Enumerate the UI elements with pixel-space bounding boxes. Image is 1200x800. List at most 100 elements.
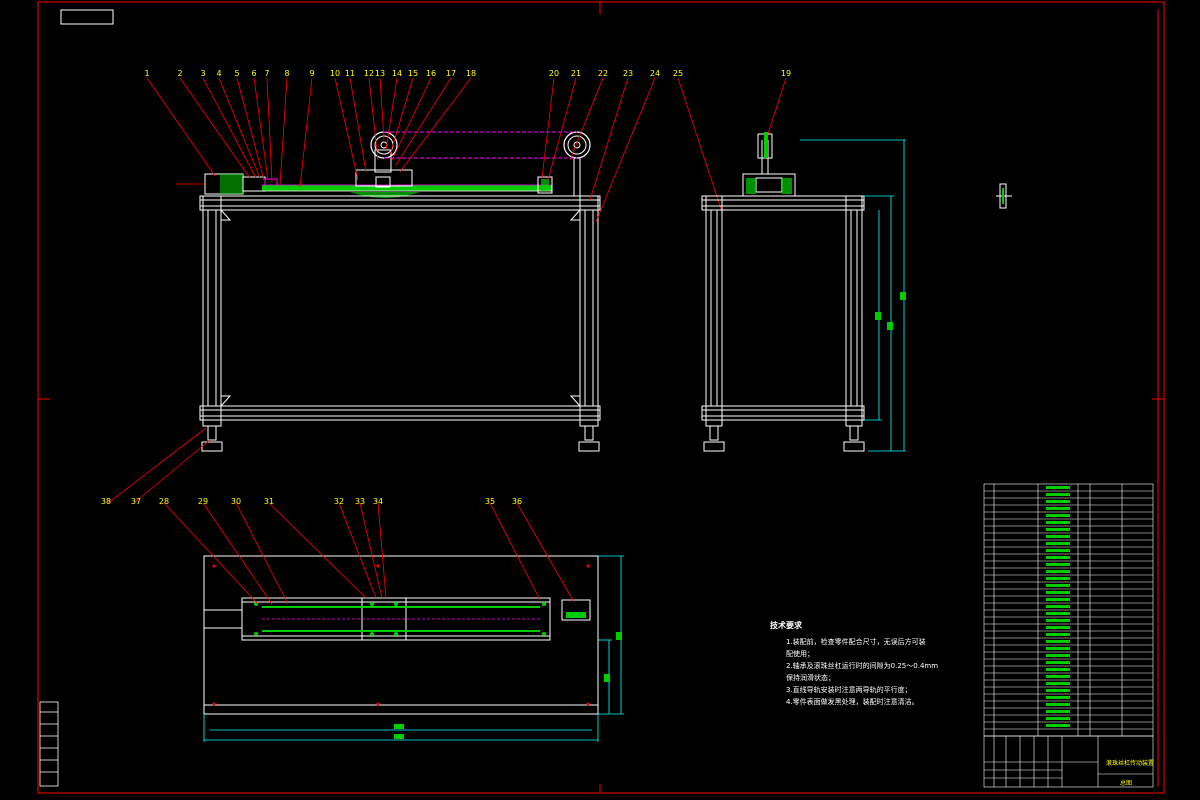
front-ballscrew [262, 184, 552, 192]
leader-label-24: 24 [650, 69, 660, 78]
parts-cell-mark [1046, 619, 1070, 622]
top-view-leader-labels: 28 29 30 31 32 33 34 35 36 [159, 497, 522, 506]
leader-label-30: 30 [231, 497, 241, 506]
parts-list-table [983, 483, 1154, 737]
tech-line-4: 保持润滑状态； [786, 674, 835, 682]
parts-cell-mark [1046, 647, 1070, 650]
tech-title: 技术要求 [770, 621, 802, 630]
leader-label-20: 20 [549, 69, 559, 78]
parts-cell-mark [1046, 577, 1070, 580]
parts-cell-mark [1046, 626, 1070, 629]
front-view-leaders [107, 77, 787, 504]
leader-label-7: 7 [264, 69, 269, 78]
leader-label-36: 36 [512, 497, 522, 506]
leader-label-8: 8 [284, 69, 289, 78]
leader-label-6: 6 [251, 69, 256, 78]
parts-cell-mark [1046, 542, 1070, 545]
side-view [701, 132, 906, 452]
parts-cell-mark [1046, 535, 1070, 538]
leader-label-9: 9 [309, 69, 314, 78]
tech-line-1: 1.装配前，检查零件配合尺寸，无误后方可装 [786, 638, 926, 646]
front-belt [384, 131, 577, 159]
leader-label-28: 28 [159, 497, 169, 506]
parts-cell-mark [1046, 696, 1070, 699]
technical-requirements: 技术要求 1.装配前，检查零件配合尺寸，无误后方可装 配使用； 2.轴承及滚珠丝… [770, 620, 938, 708]
front-motor [176, 173, 278, 195]
parts-cell-mark [1046, 591, 1070, 594]
leader-label-17: 17 [446, 69, 456, 78]
leader-label-22: 22 [598, 69, 608, 78]
parts-cell-mark [1046, 612, 1070, 615]
left-margin-table [39, 701, 59, 787]
front-view [176, 131, 601, 452]
parts-cell-mark [1046, 724, 1070, 727]
tech-line-5: 3.直线导轨安装时注意两导轨的平行度； [786, 686, 912, 694]
leader-label-3: 3 [200, 69, 205, 78]
leader-label-37: 37 [131, 497, 141, 506]
leader-label-33: 33 [355, 497, 365, 506]
leader-label-10: 10 [330, 69, 340, 78]
parts-cell-mark [1046, 563, 1070, 566]
parts-cell-mark [1046, 682, 1070, 685]
parts-cell-mark [1046, 514, 1070, 517]
parts-cell-mark [1046, 640, 1070, 643]
leader-label-18: 18 [466, 69, 476, 78]
leader-label-5: 5 [234, 69, 239, 78]
leader-label-34: 34 [373, 497, 383, 506]
parts-cell-mark [1046, 675, 1070, 678]
detail-part [996, 183, 1012, 209]
leader-label-31: 31 [264, 497, 274, 506]
drawing-name: 滚珠丝杠传动装置 [1106, 760, 1155, 767]
leader-label-4: 4 [216, 69, 221, 78]
leader-label-35: 35 [485, 497, 495, 506]
parts-cell-mark [1046, 486, 1070, 489]
leader-label-13: 13 [375, 69, 385, 78]
parts-cell-mark [1046, 605, 1070, 608]
leader-label-16: 16 [426, 69, 436, 78]
parts-cell-mark [1046, 703, 1070, 706]
top-view-leaders [163, 502, 575, 605]
parts-cell-mark [1046, 661, 1070, 664]
sheet-frame [37, 1, 1165, 794]
leader-label-14: 14 [392, 69, 402, 78]
leader-label-32: 32 [334, 497, 344, 506]
leader-label-25: 25 [673, 69, 683, 78]
parts-list-cell-marks [1046, 486, 1070, 727]
parts-cell-mark [1046, 549, 1070, 552]
parts-cell-mark [1046, 507, 1070, 510]
parts-cell-mark [1046, 584, 1070, 587]
top-left-code-box [60, 9, 114, 25]
front-view-leader-labels: 1 2 3 4 5 6 7 8 9 10 11 12 13 14 15 16 1… [101, 69, 791, 506]
leader-label-1: 1 [144, 69, 149, 78]
parts-cell-mark [1046, 493, 1070, 496]
parts-cell-mark [1046, 570, 1070, 573]
leader-label-29: 29 [198, 497, 208, 506]
parts-cell-mark [1046, 668, 1070, 671]
leader-label-2: 2 [177, 69, 182, 78]
parts-cell-mark [1046, 717, 1070, 720]
leader-label-21: 21 [571, 69, 581, 78]
parts-cell-mark [1046, 654, 1070, 657]
leader-label-38: 38 [101, 497, 111, 506]
tech-line-2: 配使用； [786, 650, 814, 658]
parts-cell-mark [1046, 528, 1070, 531]
parts-cell-mark [1046, 633, 1070, 636]
parts-cell-mark [1046, 500, 1070, 503]
top-view [203, 555, 624, 742]
parts-cell-mark [1046, 710, 1070, 713]
parts-cell-mark [1046, 521, 1070, 524]
tech-line-3: 2.轴承及滚珠丝杠运行时的间隙为0.25～0.4mm [786, 662, 939, 670]
front-table-frame [199, 195, 601, 452]
parts-cell-mark [1046, 598, 1070, 601]
leader-label-11: 11 [345, 69, 355, 78]
leader-label-23: 23 [623, 69, 633, 78]
title-block [983, 735, 1154, 788]
leader-label-15: 15 [408, 69, 418, 78]
leader-label-12: 12 [364, 69, 374, 78]
drawing-footer-label: 总图 [1120, 780, 1133, 787]
leader-label-19: 19 [781, 69, 791, 78]
front-right-support [537, 131, 591, 196]
parts-cell-mark [1046, 689, 1070, 692]
parts-cell-mark [1046, 556, 1070, 559]
